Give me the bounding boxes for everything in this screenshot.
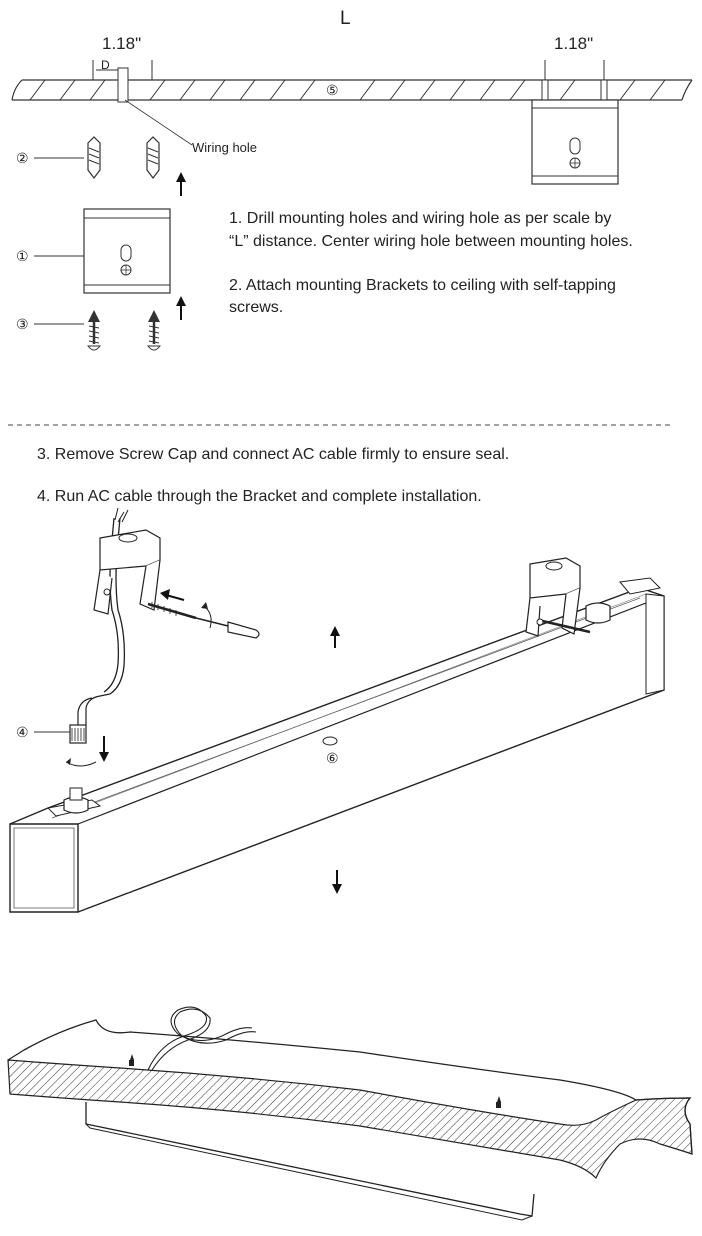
step-4: 4. Run AC cable through the Bracket and … bbox=[37, 488, 482, 505]
distance-label-L: L bbox=[340, 8, 351, 29]
screw-number: ③ bbox=[16, 316, 29, 332]
ceiling-cutaway bbox=[7, 1006, 693, 1221]
mounted-bracket bbox=[531, 99, 619, 185]
down-arrow bbox=[332, 870, 342, 894]
wiring-hole-label: Wiring hole bbox=[192, 140, 258, 155]
step-3: 3. Remove Screw Cap and connect AC cable… bbox=[37, 446, 510, 463]
dimension-label-left: 1.18" bbox=[102, 34, 142, 53]
screw-cap bbox=[34, 693, 111, 767]
linear-fixture bbox=[9, 577, 665, 913]
up-arrow-1 bbox=[176, 172, 186, 196]
up-arrow-3 bbox=[330, 626, 340, 648]
bracket-number: ① bbox=[16, 248, 29, 264]
dimension-label-right: 1.18" bbox=[554, 34, 594, 53]
step-1-line-2: “L” distance. Center wiring hole between… bbox=[229, 233, 633, 250]
wall-anchors bbox=[34, 136, 160, 179]
step-2-line-1: 2. Attach mounting Brackets to ceiling w… bbox=[229, 277, 616, 294]
fixture-bracket-left bbox=[93, 529, 260, 639]
d-marker-label: D bbox=[101, 58, 110, 72]
connector-nut bbox=[63, 787, 89, 814]
fixture-bracket-right bbox=[525, 557, 611, 637]
ceiling-number: ⑤ bbox=[326, 82, 339, 98]
mounting-bracket bbox=[34, 208, 171, 294]
fixture-number: ⑥ bbox=[326, 750, 339, 766]
up-arrow-2 bbox=[176, 296, 186, 320]
anchor-number: ② bbox=[16, 150, 29, 166]
screw-cap-number: ④ bbox=[16, 724, 29, 740]
self-tapping-screws bbox=[34, 310, 162, 351]
step-1-line-1: 1. Drill mounting holes and wiring hole … bbox=[229, 210, 612, 227]
step-2-line-2: screws. bbox=[229, 299, 284, 316]
